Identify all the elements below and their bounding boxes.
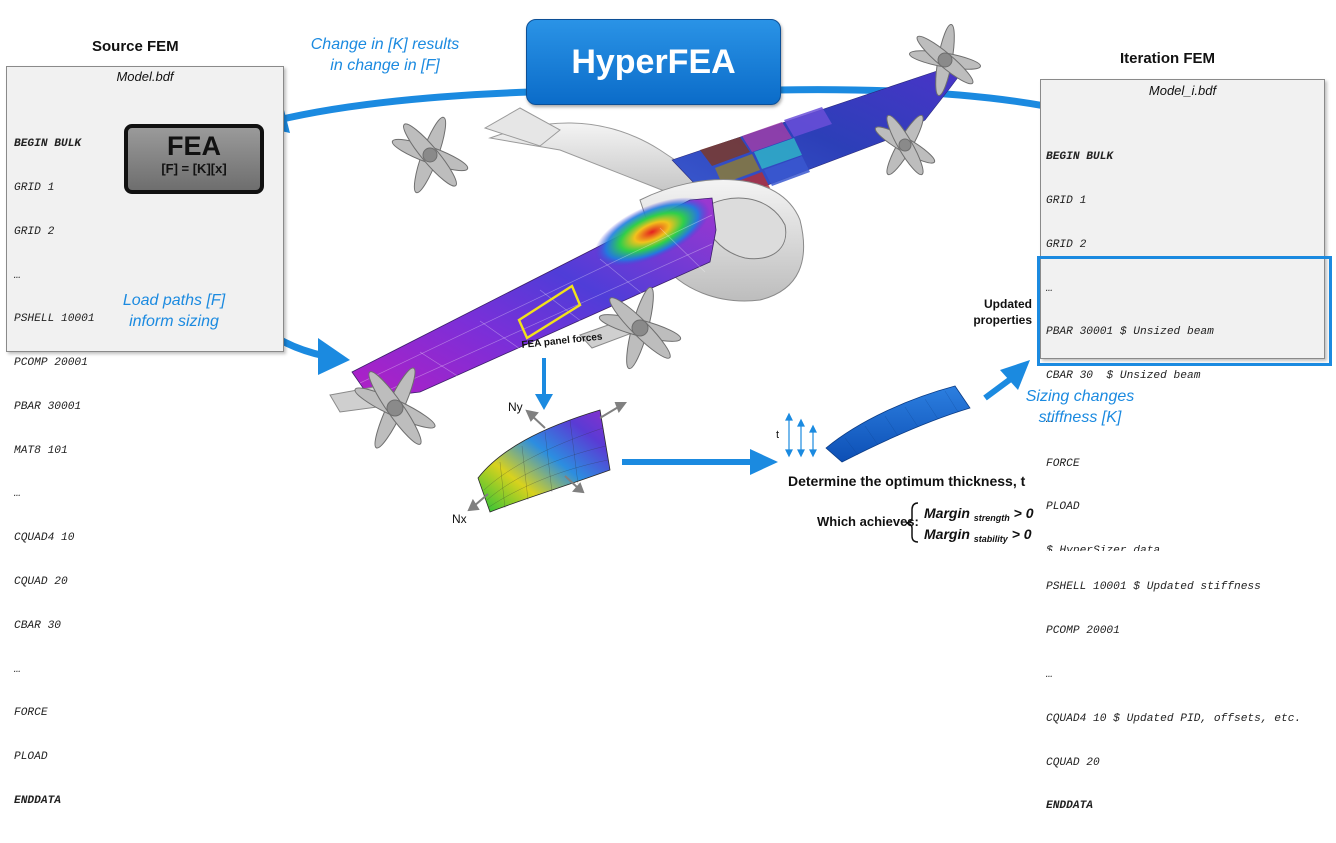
arrow-to-iteration xyxy=(983,375,1014,401)
curved-panel xyxy=(477,409,611,513)
margin-strength-sub: strength xyxy=(973,513,1010,523)
note-load-paths-line2: inform sizing xyxy=(129,313,219,330)
note-load-paths: Load paths [F] inform sizing xyxy=(94,290,254,332)
code-line: … xyxy=(1046,413,1053,426)
arrow-to-source xyxy=(261,88,531,128)
code-line: ENDDATA xyxy=(1046,800,1093,813)
margin-stability-word: Margin xyxy=(924,526,970,542)
arrow-source-to-wing-head xyxy=(318,338,350,375)
code-line: … xyxy=(1046,668,1053,681)
note-sizing-changes-line2: stiffness [K] xyxy=(1038,409,1122,426)
code-line: FORCE xyxy=(1046,457,1080,470)
code-line: PCOMP 20001 xyxy=(1046,625,1120,638)
ny-label: Ny xyxy=(508,400,523,414)
diagram-graphics xyxy=(208,24,1076,543)
code-line: PCOMP 20001 xyxy=(14,357,88,370)
optimum-thickness-text: Determine the optimum thickness, t xyxy=(788,473,1026,489)
code-line: BEGIN BULK xyxy=(1046,151,1114,164)
fea-box: FEA [F] = [K][x] xyxy=(124,124,264,194)
margin-stability-sub: stability xyxy=(973,534,1008,544)
updated-label-line1: Updated xyxy=(984,297,1032,311)
code-line: … xyxy=(1046,282,1053,295)
fea-equation: [F] = [K][x] xyxy=(161,161,227,176)
code-line: CBAR 30 xyxy=(14,619,61,632)
thickness-label: t xyxy=(776,429,780,441)
code-line: CQUAD4 10 xyxy=(14,532,75,545)
code-line: CBAR 30 $ Unsized beam xyxy=(1046,370,1201,383)
code-line: PBAR 30001 xyxy=(14,400,82,413)
code-line: … xyxy=(14,663,21,676)
code-line: PLOAD xyxy=(1046,501,1080,514)
nx-label: Nx xyxy=(452,512,467,526)
margin-stability: Margin stability > 0 xyxy=(924,526,1032,544)
code-line: GRID 1 xyxy=(1046,194,1087,207)
updated-properties-label: Updated properties xyxy=(962,296,1032,328)
source-file-name: Model.bdf xyxy=(116,69,174,84)
wing-hotspot xyxy=(594,197,710,267)
code-line: PBAR 30001 $ Unsized beam xyxy=(1046,326,1214,339)
canopy xyxy=(699,197,787,260)
code-line: CQUAD 20 xyxy=(1046,756,1100,769)
code-line: FORCE xyxy=(14,707,48,720)
note-k-change-line2: in change in [F] xyxy=(330,57,440,74)
code-line: CQUAD4 10 $ Updated PID, offsets, etc. xyxy=(1046,712,1302,725)
iteration-code: BEGIN BULK GRID 1 GRID 2 … PBAR 30001 $ … xyxy=(1046,121,1301,843)
code-line: GRID 1 xyxy=(14,181,55,194)
source-code: BEGIN BULK GRID 1 GRID 2 … PSHELL 10001 … xyxy=(14,108,95,838)
code-line: MAT8 101 xyxy=(14,444,68,457)
code-line: PSHELL 10001 $ Updated stiffness xyxy=(1046,581,1261,594)
iteration-file-name: Model_i.bdf xyxy=(1148,83,1217,98)
margin-strength-word: Margin xyxy=(924,505,970,521)
note-load-paths-line1: Load paths [F] xyxy=(122,292,226,309)
note-sizing-changes-line1: Sizing changes xyxy=(1025,388,1135,405)
code-line: GRID 2 xyxy=(14,225,55,238)
iteration-fem-heading: Iteration FEM xyxy=(1120,50,1216,67)
source-fem-heading: Source FEM xyxy=(92,38,179,55)
tail-fin xyxy=(483,107,561,147)
fea-panel-highlight xyxy=(517,284,582,340)
code-line: PSHELL 10001 xyxy=(14,313,95,326)
which-achieves-label: Which achieves: xyxy=(817,514,919,529)
margin-stability-rel: > 0 xyxy=(1011,526,1032,542)
code-line: ENDDATA xyxy=(14,794,61,807)
fea-title: FEA xyxy=(167,131,221,161)
updated-properties-box xyxy=(1037,256,1332,366)
code-line: CQUAD 20 xyxy=(14,576,68,588)
code-line: … xyxy=(14,269,21,282)
margin-strength-rel: > 0 xyxy=(1013,505,1034,521)
code-line: PLOAD xyxy=(14,751,48,764)
margins-brace xyxy=(905,502,919,543)
propellers xyxy=(354,24,981,449)
note-k-change: Change in [K] results in change in [F] xyxy=(285,34,485,76)
margin-strength: Margin strength > 0 xyxy=(924,505,1034,523)
updated-label-line2: properties xyxy=(973,313,1032,327)
code-line: BEGIN BULK xyxy=(14,138,82,151)
hyperfea-banner: HyperFEA xyxy=(526,19,781,105)
sized-panel xyxy=(825,385,971,463)
note-sizing-changes: Sizing changes stiffness [K] xyxy=(1005,386,1155,428)
code-line: GRID 2 xyxy=(1046,238,1087,251)
code-line: … xyxy=(14,488,21,501)
note-k-change-line1: Change in [K] results xyxy=(310,36,460,53)
